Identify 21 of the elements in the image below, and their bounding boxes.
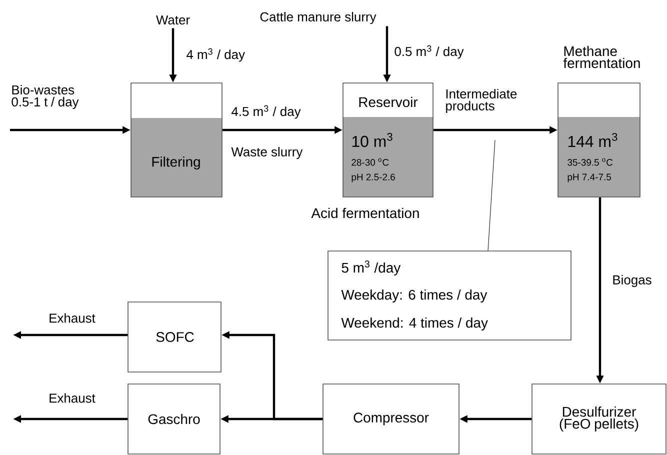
edge-label: Intermediate products <box>446 88 517 113</box>
edge-label: 4 m$^{3}$ / day <box>186 48 245 62</box>
leader-line <box>488 140 496 251</box>
node-label: Methane fermentation <box>563 46 640 68</box>
process-box: Gaschro <box>128 384 220 454</box>
edge-label: Exhaust <box>50 393 96 403</box>
edge-label: Biogas <box>613 274 652 288</box>
input-label: Cattle manure slurry <box>260 12 376 24</box>
input-label: Water <box>156 15 190 24</box>
process-box: Desulfurizer (FeO pellets) <box>532 384 666 454</box>
tank: Filtering <box>130 82 222 198</box>
edge-label: Bio-wastes 0.5-1 t / day <box>12 84 79 109</box>
edge-label: 0.5 m$^{3}$ / day <box>394 45 464 59</box>
process-box: Compressor <box>322 384 460 454</box>
edge-label: 4.5 m$^{3}$ / day <box>232 105 301 119</box>
stage-label: Acid fermentation <box>311 208 419 218</box>
tank: Methane fermentation 144 m$^{3}$ 35-39.5 $^{o}$C pH 7.4-7.5 <box>558 46 640 198</box>
edge-label: Exhaust <box>50 313 96 323</box>
process-box: SOFC <box>128 302 222 372</box>
note-box: 5 m$^{3}$ /day Weekday: 6 times / day Weekend: 4 times / day <box>328 250 572 340</box>
tank: Reservoir 10 m$^{3}$ 28-30 $^{o}$C pH 2.5-2.6 <box>342 82 434 198</box>
